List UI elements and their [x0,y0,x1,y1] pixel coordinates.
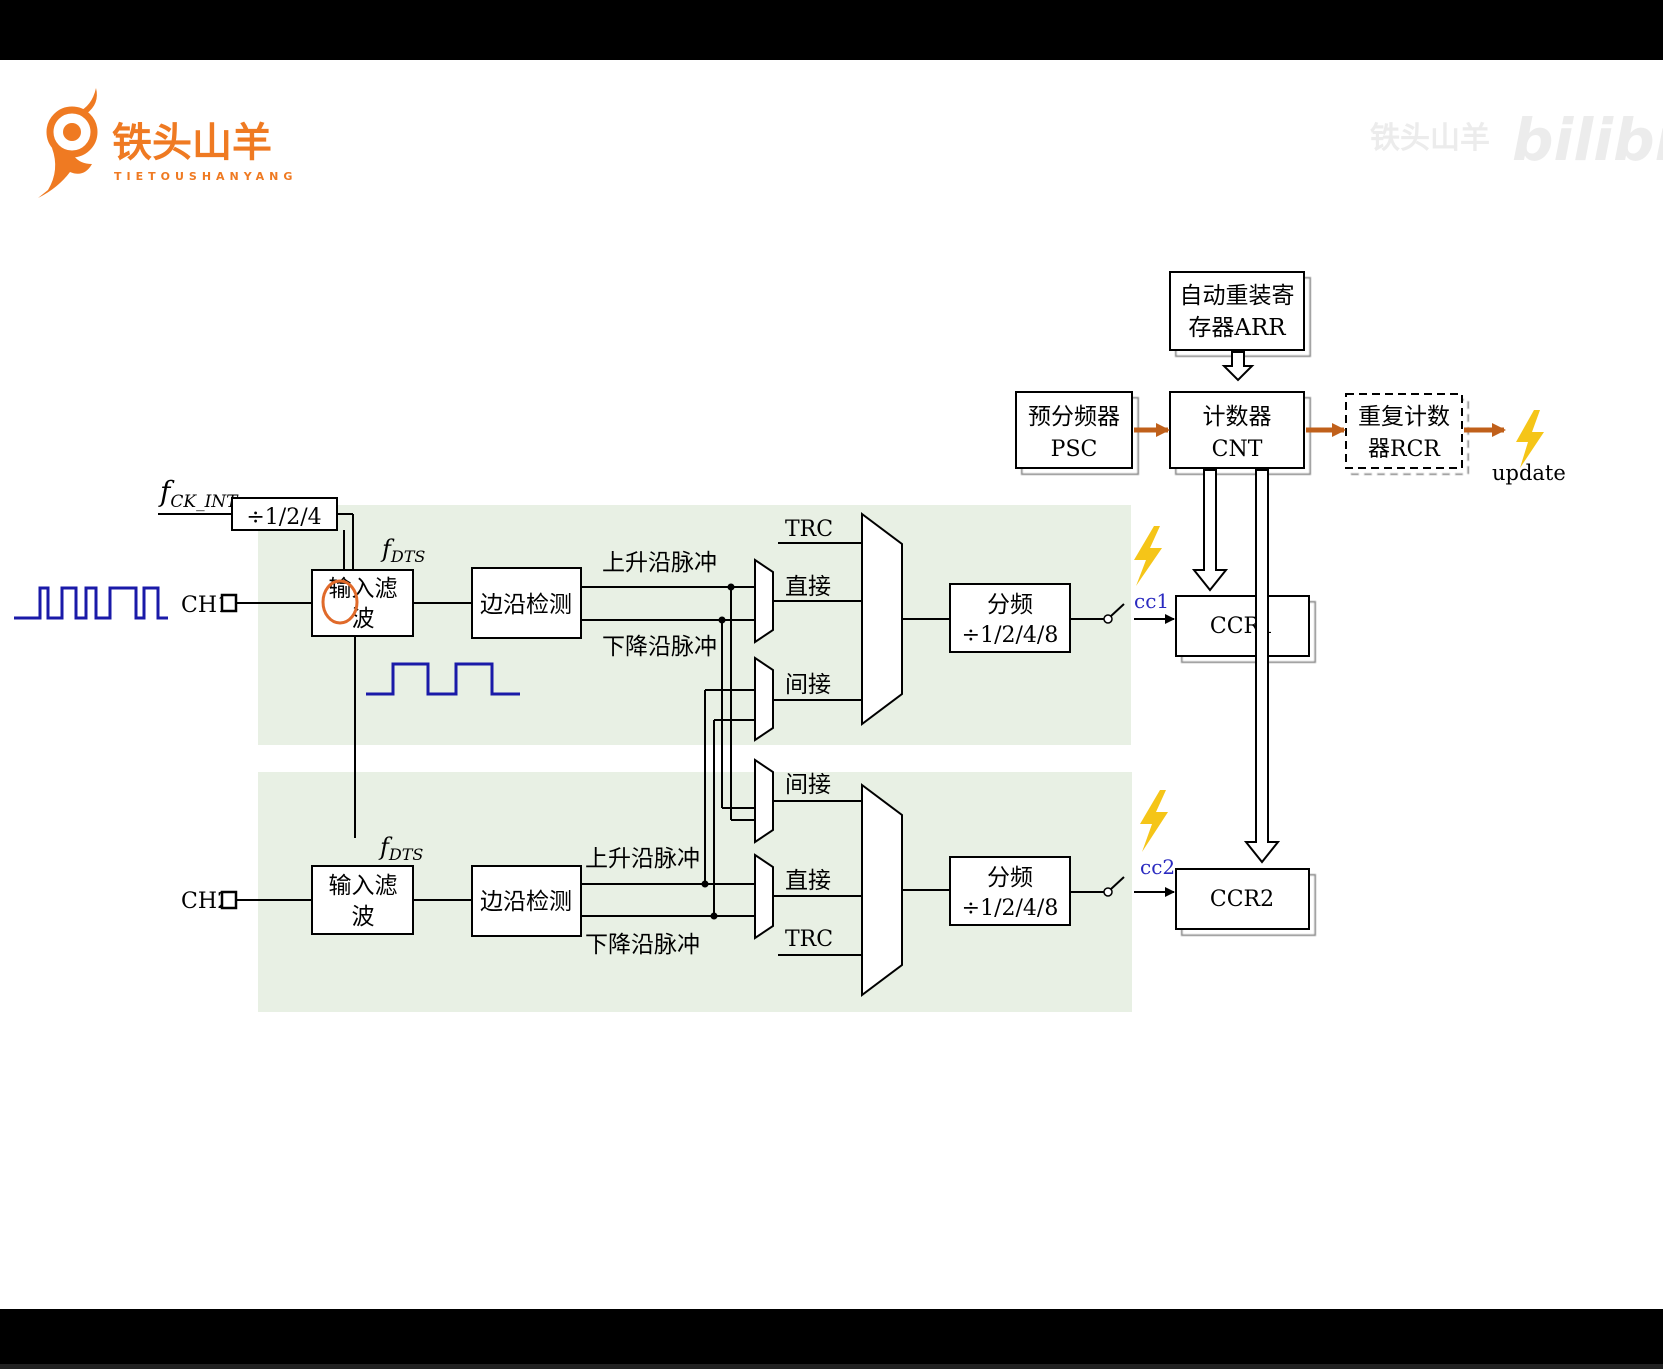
slide: 铁头山羊 TIETOUSHANYANG 铁头山羊 bilibili fCK_IN… [0,60,1663,1309]
ccr2-label: CCR2 [1210,887,1274,912]
filtered-waveform [366,662,520,696]
svg-text:波: 波 [352,904,375,930]
edge-select-muxes [754,558,774,940]
ch1-direct-label: 直接 [785,574,831,600]
cnt-to-ccr2-arrow [1243,469,1281,864]
ch1-input-waveform [14,586,168,620]
watermark: 铁头山羊 bilibili [1370,106,1663,174]
watermark-site: bilibili [1512,106,1663,174]
input-capture-diagram: 铁头山羊 TIETOUSHANYANG 铁头山羊 bilibili fCK_IN… [14,88,1663,1012]
ic1-mux-inputs [773,542,862,701]
ch1-trc-label: TRC [785,517,833,542]
ch2-direct-label: 直接 [785,868,831,894]
svg-text:边沿检测: 边沿检测 [480,889,572,915]
ch2-edge-detect-box [471,865,582,937]
svg-text:÷1/2/4/8: ÷1/2/4/8 [962,623,1059,648]
bottom-bar [0,1309,1663,1369]
channel2-path: CH2 输入滤 波 边沿检测 上升沿脉冲 下降沿脉冲 [181,846,755,958]
svg-text:输入滤: 输入滤 [329,873,398,899]
watermark-channel: 铁头山羊 [1370,121,1490,156]
ch1-falling-label: 下降沿脉冲 [602,634,717,660]
ccr2-register [1175,868,1310,930]
ch1-edge-detect-box [471,567,582,639]
ch2-pin [220,890,238,910]
logo-name-en: TIETOUSHANYANG [114,170,297,183]
ic2-prescaler: 分频 ÷1/2/4/8 [902,856,1175,926]
ch2-input-filter-box [311,865,414,935]
svg-text:重复计数: 重复计数 [1358,404,1450,430]
ch1-pin [220,593,238,613]
ic1-prescaler: 分频 ÷1/2/4/8 [902,583,1175,653]
cc1-label: cc1 [1134,589,1169,613]
mux-ch1-direct [754,558,774,644]
cc2-label: cc2 [1140,855,1175,879]
svg-text:边沿检测: 边沿检测 [480,592,572,618]
fck-int-label: fCK_INT [158,475,239,512]
svg-text:自动重装寄: 自动重装寄 [1180,283,1295,309]
lightning-icon [1516,410,1544,468]
ck-int-clock: fCK_INT ÷1/2/4 [158,475,354,570]
update-label: update [1492,461,1566,485]
svg-text:波: 波 [352,606,375,632]
mux-ch2-direct [754,853,774,940]
ch2-falling-label: 下降沿脉冲 [585,932,700,958]
brand-logo: 铁头山羊 TIETOUSHANYANG [38,88,297,198]
clock-divider-label: ÷1/2/4 [246,505,321,530]
cross-wiring [704,587,755,916]
goat-logo-icon [38,88,98,198]
svg-text:计数器: 计数器 [1203,404,1272,430]
logo-name-cn: 铁头山羊 [112,120,272,166]
svg-text:CNT: CNT [1212,437,1263,462]
ch1-indirect-label: 间接 [785,672,831,698]
svg-text:分频: 分频 [987,592,1033,618]
arr-to-cnt-arrow [1221,351,1255,382]
psc-register [1015,391,1133,469]
rcr-register [1345,393,1463,469]
svg-text:预分频器: 预分频器 [1028,404,1120,430]
ic2-mux-inputs [773,800,862,956]
lightning-icon [1140,790,1168,852]
lightning-icon [1134,526,1162,586]
video-progress-bar[interactable] [0,1364,1663,1369]
svg-text:存器ARR: 存器ARR [1188,315,1286,341]
ch1-input-filter-box [311,569,414,637]
svg-text:器RCR: 器RCR [1368,437,1441,462]
channel1-path: CH1 输入滤 波 边沿检测 上升沿脉冲 下降沿脉冲 [181,550,755,660]
mux-ch1-indirect [754,656,774,742]
ch2-indirect-label: 间接 [785,772,831,798]
ccr1-register [1175,595,1310,657]
highlight-circle [321,579,359,625]
ch2-rising-label: 上升沿脉冲 [585,846,700,872]
ic-select-muxes [861,512,903,997]
arr-register [1169,271,1305,351]
mux-ch2-indirect [754,758,774,844]
svg-text:分频: 分频 [987,865,1033,891]
ch2-trc-label: TRC [785,927,833,952]
cnt-to-ccr1-arrow [1191,469,1229,592]
svg-text:PSC: PSC [1051,437,1098,462]
ic2-mux [861,783,903,997]
ch1-rising-label: 上升沿脉冲 [602,550,717,576]
svg-text:÷1/2/4/8: ÷1/2/4/8 [962,896,1059,921]
cnt-register [1169,391,1305,469]
clock-divider-box [231,497,338,531]
ic1-mux [861,512,903,726]
